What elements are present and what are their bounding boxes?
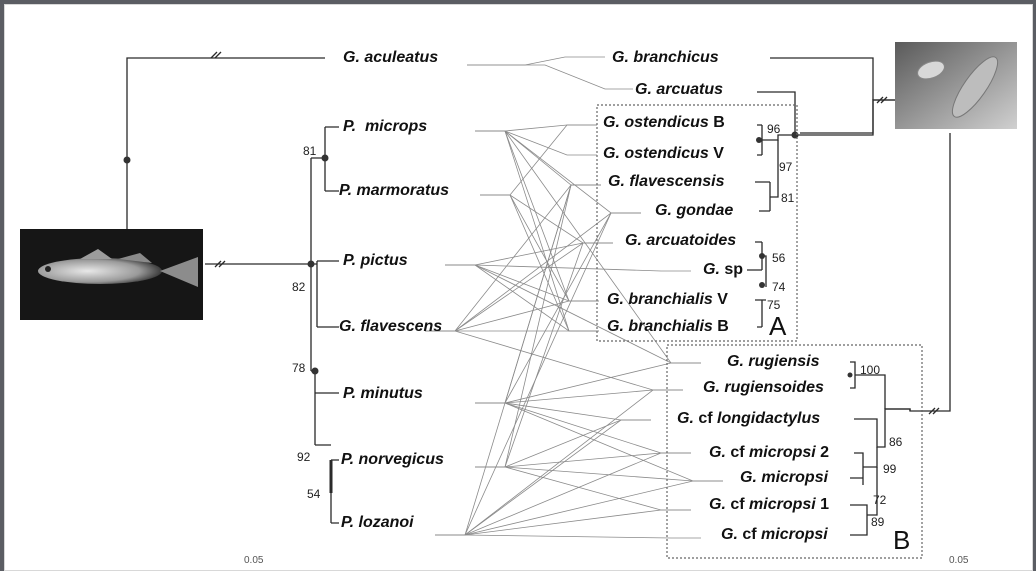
para-support-100: 100	[860, 363, 880, 377]
association-line	[435, 535, 701, 538]
para-support-75: 75	[767, 298, 780, 312]
node-dot	[322, 155, 329, 162]
association-line	[425, 185, 601, 331]
para-support-89: 89	[871, 515, 884, 529]
host-branch-outgroup	[127, 58, 325, 231]
host-support-78: 78	[292, 361, 305, 375]
association-line	[475, 185, 601, 467]
para-label-cf-longidactylus: G. cf longidactylus	[677, 410, 820, 428]
para-support-97: 97	[779, 160, 792, 174]
para-node-99	[850, 447, 877, 485]
para-support-56: 56	[772, 251, 785, 265]
worm-icon	[895, 42, 1017, 129]
host-break-mark-top	[211, 52, 221, 58]
clade-a-letter: A	[769, 313, 786, 339]
para-node-74-75	[755, 256, 766, 327]
association-line	[425, 213, 641, 331]
association-line	[435, 481, 723, 535]
node-dot	[312, 368, 319, 375]
association-line	[435, 185, 601, 535]
para-support-72: 72	[873, 493, 886, 507]
association-line	[475, 131, 641, 213]
association-line	[445, 265, 701, 363]
association-line	[475, 131, 597, 155]
para-label-arcuatoides: G. arcuatoides	[625, 232, 736, 250]
node-dot	[848, 373, 853, 378]
para-node-86	[855, 375, 885, 409]
host-node-82	[311, 261, 339, 327]
host-node-78	[311, 371, 339, 445]
association-line	[435, 213, 641, 535]
para-node-81	[755, 140, 778, 211]
clade-b-letter: B	[893, 527, 910, 553]
host-support-92: 92	[297, 450, 310, 464]
association-line	[435, 390, 683, 535]
association-line	[475, 403, 691, 453]
association-line	[480, 125, 597, 195]
para-label-branchicus: G. branchicus	[612, 49, 719, 67]
node-dot	[124, 157, 131, 164]
host-support-81: 81	[303, 144, 316, 158]
para-label-micropsi: G. micropsi	[740, 469, 828, 487]
host-support-82: 82	[292, 280, 305, 294]
association-line	[467, 57, 605, 65]
node-dot	[308, 261, 315, 268]
association-line	[425, 301, 599, 331]
para-label-cf-micropsi-2: G. cf micropsi 2	[709, 444, 829, 462]
host-node-92	[315, 445, 339, 523]
para-support-81: 81	[781, 191, 794, 205]
para-support-74: 74	[772, 280, 785, 294]
host-label-flavescens: G. flavescens	[339, 318, 442, 336]
host-label-microps: P. microps	[343, 118, 427, 136]
association-line	[475, 125, 597, 131]
para-label-branchialis-v: G. branchialis V	[607, 291, 728, 309]
association-line	[467, 65, 633, 89]
para-support-96: 96	[767, 122, 780, 136]
para-branch-a-root	[800, 100, 895, 133]
node-dot	[759, 282, 765, 288]
association-line	[425, 331, 683, 390]
para-support-99: 99	[883, 462, 896, 476]
para-label-ostendicus-v: G. ostendicus V	[603, 145, 724, 163]
para-label-rugiensoides: G. rugiensoides	[703, 379, 824, 397]
para-branch-b-root	[885, 133, 950, 411]
host-support-54: 54	[307, 487, 320, 501]
para-outgroup-join	[795, 100, 900, 135]
fish-icon	[20, 229, 203, 320]
association-line	[475, 131, 599, 301]
para-label-branchialis-b: G. branchialis B	[607, 318, 729, 336]
node-dot	[756, 137, 762, 143]
para-label-cf-micropsi-1: G. cf micropsi 1	[709, 496, 829, 514]
host-label-norvegicus: P. norvegicus	[341, 451, 444, 469]
host-scale-label: 0.05	[244, 555, 263, 566]
association-line	[445, 265, 599, 301]
host-label-lozanoi: P. lozanoi	[341, 514, 414, 532]
para-label-rugiensis: G. rugiensis	[727, 353, 819, 371]
host-label-outgroup: G. aculeatus	[343, 49, 438, 67]
host-label-minutus: P. minutus	[343, 385, 423, 403]
association-line	[480, 195, 613, 243]
host-label-pictus: P. pictus	[343, 252, 408, 270]
host-fish-photo	[20, 229, 203, 320]
para-support-86: 86	[889, 435, 902, 449]
parasite-scale-label: 0.05	[949, 555, 968, 566]
para-label-flavescensis: G. flavescensis	[608, 173, 725, 191]
para-label-gondae: G. gondae	[655, 202, 733, 220]
para-label-arcuatus: G. arcuatus	[635, 81, 723, 99]
association-line	[435, 420, 651, 535]
para-label-ostendicus-b: G. ostendicus B	[603, 114, 725, 132]
figure-panel: G. aculeatus P. microps P. marmoratus P.…	[4, 4, 1033, 571]
parasite-photo	[895, 42, 1017, 129]
para-branch-branchicus	[770, 58, 873, 100]
para-label-g-sp: G. sp	[703, 261, 743, 279]
para-label-cf-micropsi: G. cf micropsi	[721, 526, 828, 544]
node-dot	[759, 253, 765, 259]
host-label-marmoratus: P. marmoratus	[339, 182, 449, 200]
